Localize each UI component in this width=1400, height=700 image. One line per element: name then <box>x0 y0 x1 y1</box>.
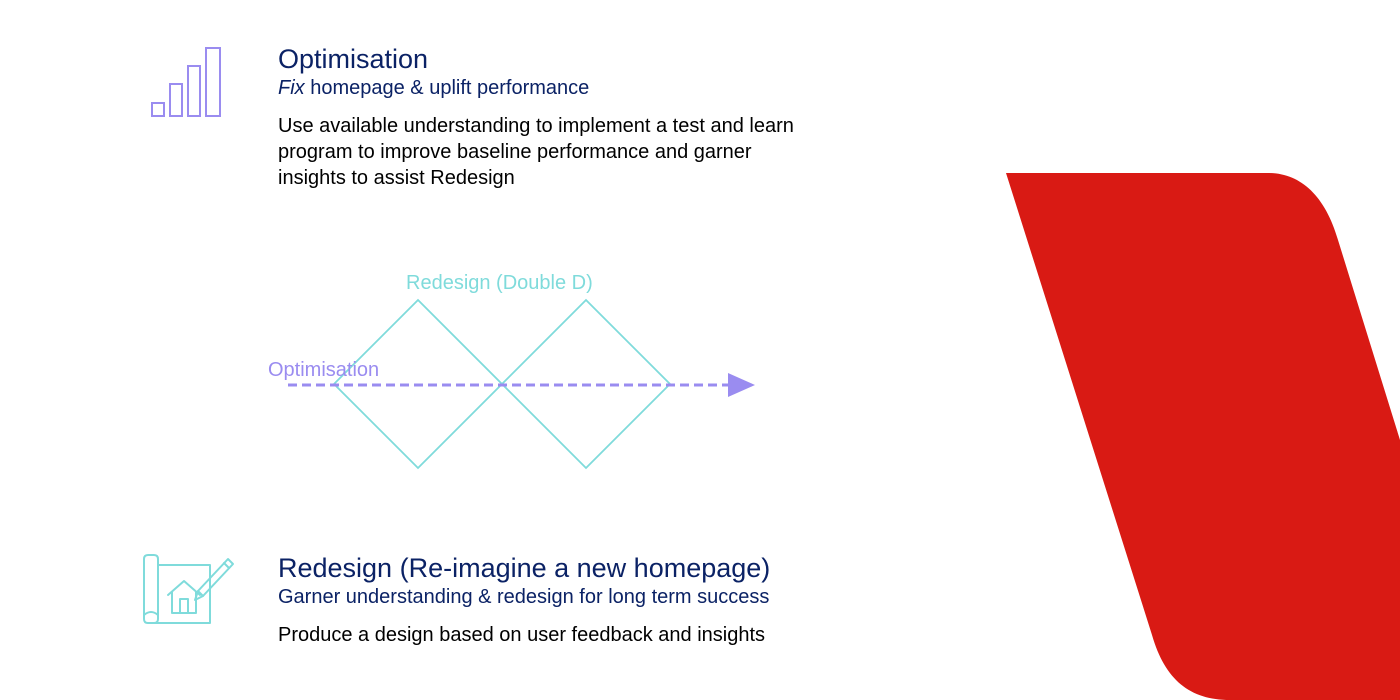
redesign-body: Produce a design based on user feedback … <box>278 624 766 646</box>
optimisation-title: Optimisation <box>278 44 429 74</box>
house-blueprint-icon <box>143 554 234 624</box>
redesign-subtitle: Garner understanding & redesign for long… <box>278 586 770 608</box>
redesign-title: Redesign (Re-imagine a new homepage) <box>278 553 771 583</box>
diamond-right <box>500 298 672 470</box>
bar-chart-icon <box>151 47 221 117</box>
optimisation-subtitle-emphasis: Fix <box>278 77 305 99</box>
diamond-left <box>332 298 504 470</box>
optimisation-subtitle-rest: homepage & uplift performance <box>304 77 590 99</box>
optimisation-subtitle: Fix homepage & uplift performance <box>278 75 818 101</box>
redesign-section: Redesign (Re-imagine a new homepage) Gar… <box>278 553 818 648</box>
redesign-diagram-label: Redesign (Double D) <box>406 272 593 294</box>
optimisation-body: Use available understanding to implement… <box>278 115 794 189</box>
optimisation-section: Optimisation Fix homepage & uplift perfo… <box>278 44 818 191</box>
optimisation-diagram-label: Optimisation <box>268 359 380 381</box>
